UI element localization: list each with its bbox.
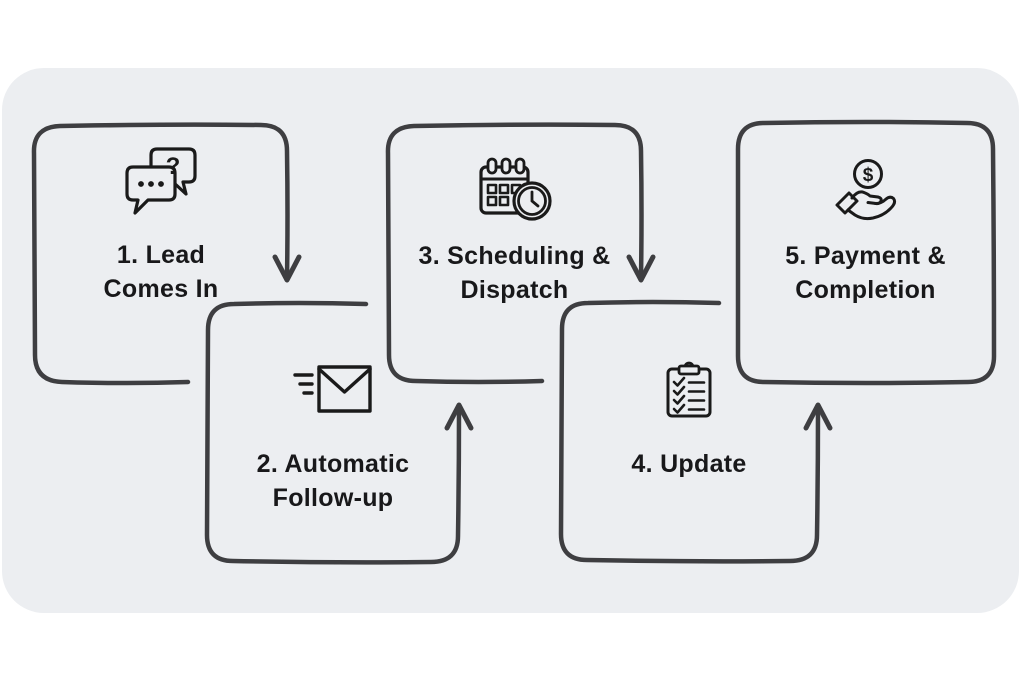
step-2-label-line2: Follow-up: [272, 484, 394, 512]
fast-email-icon: [293, 365, 372, 413]
step-2-label: 2. Automatic Follow-up: [208, 447, 458, 515]
question-mark-glyph: ?: [166, 153, 181, 180]
step-1-label: 1. Lead Comes In: [34, 238, 288, 306]
step-3-label-line1: 3. Scheduling &: [418, 242, 611, 270]
step-2-automatic-follow-up: 2. Automatic Follow-up: [208, 364, 458, 515]
step-1-label-line1: 1. Lead: [116, 241, 206, 269]
dollar-sign-glyph: $: [862, 165, 873, 186]
step-5-label-line2: Completion: [795, 276, 936, 304]
step-4-label-line1: 4. Update: [631, 450, 747, 478]
step-3-scheduling-dispatch: 3. Scheduling & Dispatch: [388, 154, 641, 307]
step-2-label-line1: 2. Automatic: [256, 450, 410, 478]
calendar-clock-icon: [478, 157, 552, 221]
step-1-lead-comes-in: ? 1. Lead Comes In: [34, 146, 288, 306]
step-5-label: 5. Payment & Completion: [738, 239, 993, 307]
step-4-label: 4. Update: [561, 447, 817, 481]
ellipsis-dots: [138, 181, 164, 187]
step-4-update: 4. Update: [561, 361, 817, 481]
step-5-label-line1: 5. Payment &: [785, 242, 946, 270]
hand-holding-coin-icon: $: [835, 159, 896, 221]
step-3-label: 3. Scheduling & Dispatch: [388, 239, 641, 307]
chat-bubbles-question-icon: ?: [125, 147, 197, 215]
step-3-label-line2: Dispatch: [460, 276, 569, 304]
clipboard-checklist-icon: [666, 361, 712, 418]
step-5-payment-completion: $ 5. Payment & Completion: [738, 158, 993, 307]
step-1-label-line2: Comes In: [103, 275, 219, 303]
